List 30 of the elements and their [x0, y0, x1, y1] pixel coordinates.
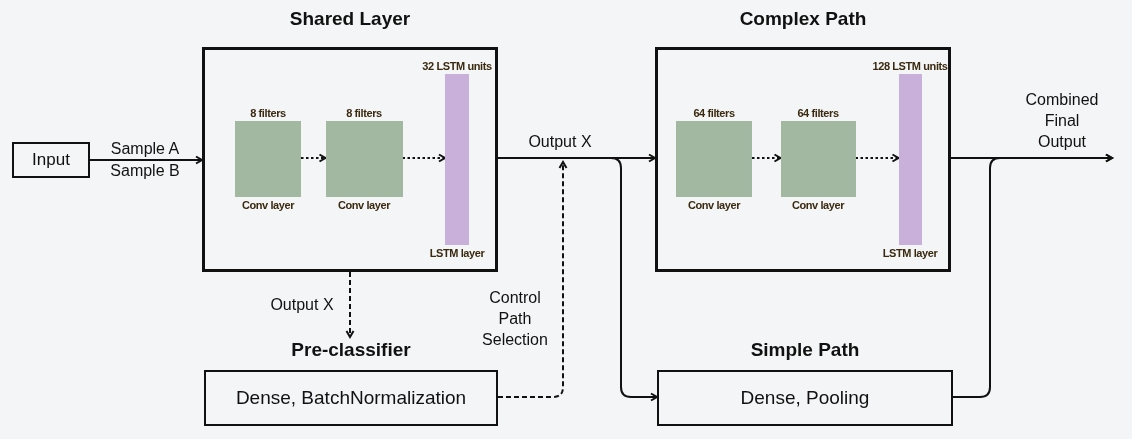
layer-label: Conv layer	[337, 198, 391, 213]
filter-count-label: 64 filters	[797, 106, 839, 121]
process-box: Dense, Pooling	[657, 370, 953, 426]
layer-label: LSTM layer	[882, 246, 938, 261]
layer-label: Conv layer	[791, 198, 845, 213]
box-heading: Complex Path	[739, 7, 867, 31]
unit-count-label: 128 LSTM units	[872, 59, 948, 74]
layer-label: Conv layer	[241, 198, 295, 213]
layer-label: Conv layer	[687, 198, 741, 213]
arrow	[89, 155, 203, 165]
dashed-arrow	[854, 153, 900, 163]
box-heading: Pre-classifier	[291, 338, 411, 362]
arrow	[952, 153, 1113, 398]
input-label: Sample A	[110, 139, 180, 159]
input-box: Input	[12, 142, 90, 178]
filter-count-label: 64 filters	[693, 106, 735, 121]
dashed-arrow	[300, 153, 327, 163]
filter-count-label: 8 filters	[346, 106, 382, 121]
dashed-arrow	[497, 161, 568, 398]
filter-count-label: 8 filters	[250, 106, 286, 121]
dashed-arrow	[345, 271, 355, 338]
unit-count-label: 32 LSTM units	[422, 59, 492, 74]
arrow	[497, 157, 658, 402]
dashed-arrow	[401, 153, 446, 163]
box-heading: Simple Path	[750, 338, 860, 362]
layer-label: LSTM layer	[429, 246, 485, 261]
input-label: Sample B	[110, 161, 180, 181]
dashed-arrow	[751, 153, 782, 163]
box-heading: Shared Layer	[289, 7, 411, 31]
process-box: Dense, BatchNormalization	[204, 370, 498, 426]
